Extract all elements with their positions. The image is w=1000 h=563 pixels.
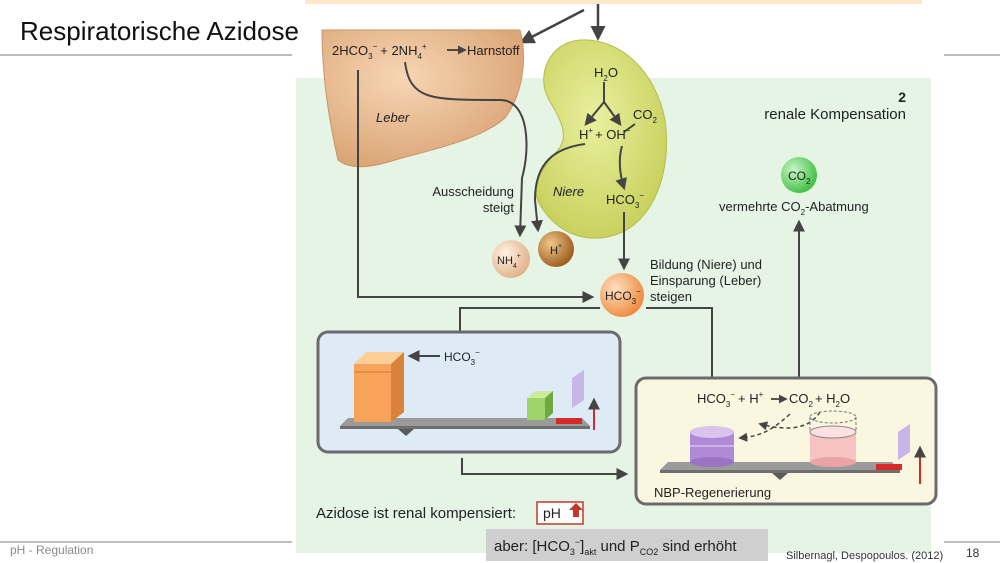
left-balance-pivot xyxy=(398,429,414,436)
page-number: 18 xyxy=(966,546,980,560)
nh4-ball xyxy=(492,240,530,278)
dashed-arrow-1 xyxy=(758,411,821,431)
ausscheidung-line2: steigt xyxy=(483,200,514,215)
ausscheidung-line1: Ausscheidung xyxy=(432,184,514,199)
title-rule-right xyxy=(944,54,1000,56)
reaction-left: HCO3−+ H+ xyxy=(697,390,764,409)
arrow-to-left-box xyxy=(454,307,600,343)
liver-shape xyxy=(321,29,525,168)
harnstoff-label: Harnstoff xyxy=(467,43,520,58)
footer-left: pH - Regulation xyxy=(10,543,94,557)
green-block xyxy=(527,398,545,420)
right-ph-indicator xyxy=(898,424,910,460)
arrow-liver-hco3-ball xyxy=(357,70,595,303)
hco3-ball xyxy=(600,273,644,317)
ph-label: pH xyxy=(543,505,561,521)
co2-kidney-label: CO2 xyxy=(633,107,658,125)
co2-ball xyxy=(781,157,817,193)
liver-label: Leber xyxy=(376,110,410,125)
right-balance-pivot xyxy=(772,473,788,480)
arrow-to-right-box xyxy=(646,307,718,391)
water-label: H2O xyxy=(594,65,618,83)
bildung-line1: Bildung (Niere) und xyxy=(650,257,762,272)
kidney-label: Niere xyxy=(553,184,584,199)
arrow-left-to-right-box xyxy=(461,458,629,480)
footer-rule xyxy=(0,541,292,543)
nh4-ball-label: NH4+ xyxy=(497,253,521,270)
reaction-right: CO2+ H2O xyxy=(789,391,850,409)
co2-ball-label: CO2 xyxy=(788,169,811,186)
h-oh-label: H++ OH− xyxy=(579,126,631,142)
title-rule-left xyxy=(0,54,292,56)
arrow-nh4-excretion xyxy=(404,61,528,238)
arrow-h-excretion xyxy=(531,143,586,233)
aber-box xyxy=(486,529,768,561)
h-ball-label: H+ xyxy=(550,243,562,257)
left-ph-indicator xyxy=(572,370,584,408)
h-ball xyxy=(538,231,574,267)
liver-equation: 2HCO3−+ 2NH4+ xyxy=(332,42,427,61)
panel-title: renale Kompensation xyxy=(764,106,906,123)
bildung-line2: Einsparung (Leber) xyxy=(650,273,761,288)
arrow-top-liver xyxy=(519,8,585,44)
ph-up-arrow xyxy=(569,503,583,517)
slide-title: Respiratorische Azidose xyxy=(20,16,299,46)
panel-number: 2 xyxy=(898,89,906,105)
footer-credit: Silbernagl, Despopoulos. (2012) xyxy=(786,550,944,562)
nbp-label: NBP-Regenerierung xyxy=(654,485,771,500)
footer-rule-right xyxy=(944,541,1000,543)
dashed-arrow-2 xyxy=(738,413,791,442)
orange-block xyxy=(354,364,391,422)
arrow-co2-join xyxy=(623,123,636,133)
arrow-water-oh xyxy=(603,101,622,126)
balance-hco3-label: HCO3− xyxy=(444,348,480,367)
aber-label: aber: [HCO3−]akt und PCO2 sind erhöht xyxy=(494,537,737,557)
arrow-oh-hco3 xyxy=(615,145,627,191)
top-strip xyxy=(305,0,922,4)
kidney-shape xyxy=(535,39,668,239)
hco3-ball-label: HCO3− xyxy=(605,287,641,306)
abatmung-label: vermehrte CO2-Abatmung xyxy=(719,199,869,217)
bildung-line3: steigen xyxy=(650,289,692,304)
kidney-hco3-label: HCO3− xyxy=(606,191,644,210)
compensated-label: Azidose ist renal kompensiert: xyxy=(316,505,516,522)
